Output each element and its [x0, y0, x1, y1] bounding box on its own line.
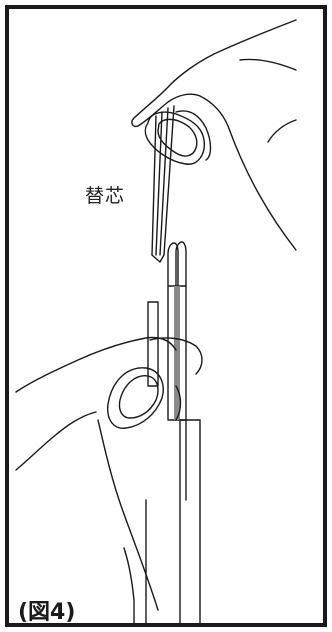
pen-tips	[167, 241, 187, 287]
upper-hand	[131, 19, 297, 251]
pen-barrel	[179, 419, 201, 627]
figure-frame	[5, 5, 327, 627]
refill-body	[167, 285, 187, 421]
clip-rod	[147, 301, 159, 387]
refill-label: 替芯	[85, 185, 126, 207]
ink-tube	[174, 286, 180, 420]
lower-hand	[15, 336, 203, 627]
figure-caption: (図4)	[18, 600, 76, 625]
new-refill	[151, 105, 175, 263]
lower-thumb	[107, 367, 164, 429]
